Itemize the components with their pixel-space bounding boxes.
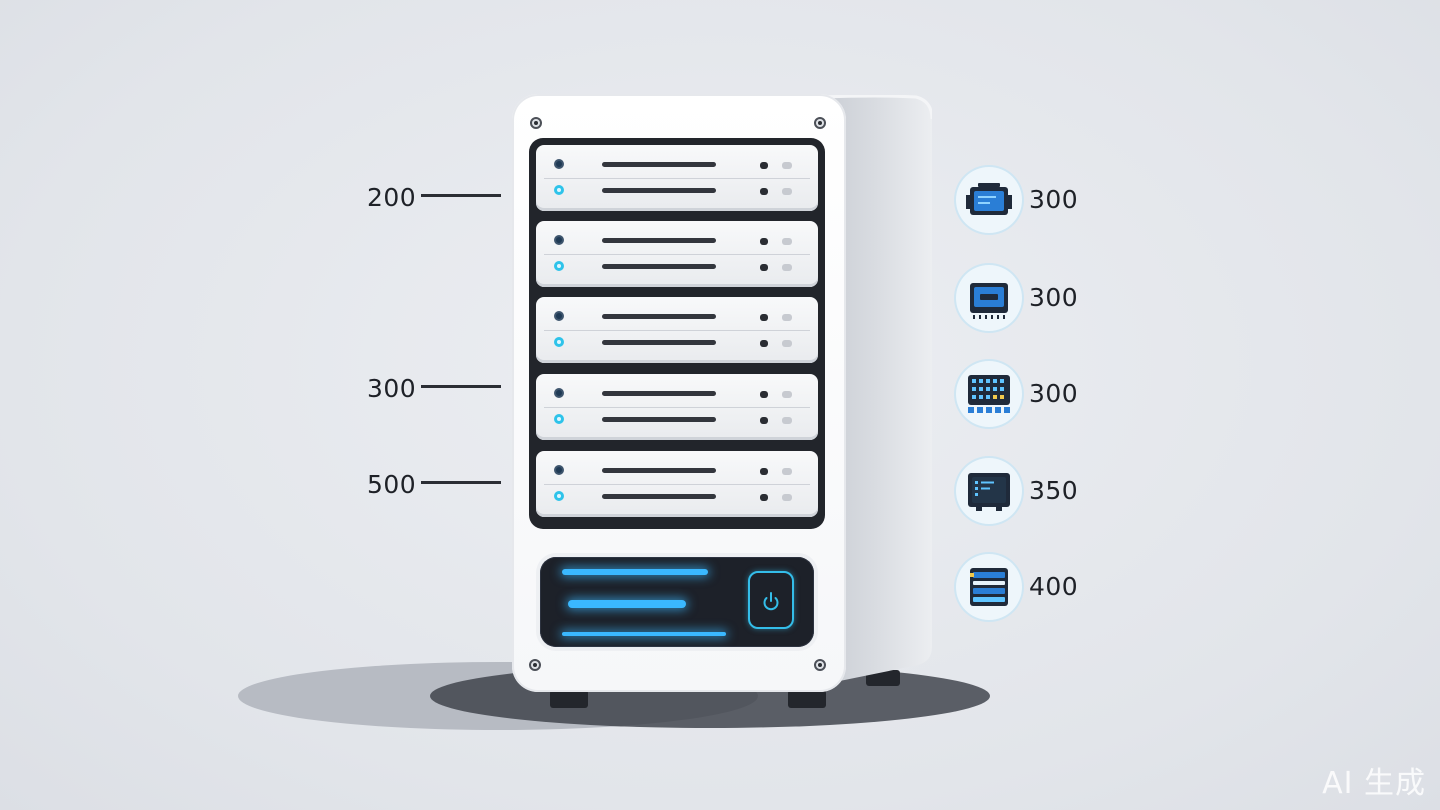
- status-display-panel: [540, 557, 814, 647]
- cpu-chip-icon: [970, 283, 1008, 319]
- tray-slot: [602, 162, 716, 167]
- indicator-pip: [782, 188, 792, 195]
- tray-slot: [602, 417, 716, 422]
- activity-led-icon: [554, 185, 564, 195]
- callout-leader-line: [421, 481, 501, 484]
- indicator-pip: [760, 314, 768, 321]
- indicator-pip: [782, 340, 792, 347]
- callout-badge: [956, 554, 1022, 620]
- indicator-pip: [760, 264, 768, 271]
- tray-slot: [602, 238, 716, 243]
- tray-slot: [602, 468, 716, 473]
- tower-side-panel: [820, 95, 932, 685]
- tray-slot: [602, 188, 716, 193]
- indicator-pip: [760, 417, 768, 424]
- drive-tray[interactable]: [536, 221, 818, 287]
- tray-divider: [544, 330, 810, 331]
- server-rack-icon: [970, 568, 1008, 606]
- drive-tray[interactable]: [536, 451, 818, 517]
- activity-led-icon: [554, 337, 564, 347]
- status-light-bar: [562, 632, 726, 636]
- indicator-pip: [760, 162, 768, 169]
- status-led-icon: [554, 388, 564, 398]
- tray-slot: [602, 314, 716, 319]
- tower-foot: [788, 690, 826, 708]
- indicator-pip: [782, 468, 792, 475]
- screw-icon: [814, 117, 826, 129]
- indicator-pip: [782, 391, 792, 398]
- status-led-icon: [554, 465, 564, 475]
- watermark: AI 生成: [1322, 766, 1426, 801]
- drive-tray[interactable]: [536, 374, 818, 440]
- right-callout-value: 300: [1029, 379, 1079, 408]
- callout-badge: [956, 265, 1022, 331]
- right-callout-value: 300: [1029, 283, 1079, 312]
- storage-grid-icon: [968, 375, 1010, 413]
- power-icon: [763, 592, 779, 611]
- indicator-pip: [760, 188, 768, 195]
- right-callout-value: 400: [1029, 572, 1079, 601]
- left-callout-value: 300: [367, 374, 417, 403]
- callout-badge: [956, 167, 1022, 233]
- tray-divider: [544, 484, 810, 485]
- indicator-pip: [760, 238, 768, 245]
- indicator-pip: [760, 340, 768, 347]
- right-callout-value: 350: [1029, 476, 1079, 505]
- status-led-icon: [554, 235, 564, 245]
- drive-tray[interactable]: [536, 297, 818, 363]
- left-callout-value: 200: [367, 183, 417, 212]
- activity-led-icon: [554, 414, 564, 424]
- tray-divider: [544, 178, 810, 179]
- activity-led-icon: [554, 491, 564, 501]
- callout-badge: [956, 361, 1022, 427]
- screw-icon: [530, 117, 542, 129]
- indicator-pip: [782, 238, 792, 245]
- tray-slot: [602, 264, 716, 269]
- tower-foot: [866, 670, 900, 686]
- activity-led-icon: [554, 261, 564, 271]
- callout-badge: [956, 458, 1022, 524]
- monitor-panel-icon: [968, 473, 1010, 511]
- status-light-bar: [568, 600, 686, 608]
- right-callout-value: 300: [1029, 185, 1079, 214]
- indicator-pip: [760, 391, 768, 398]
- power-button[interactable]: [748, 571, 794, 629]
- memory-module-icon: [966, 183, 1012, 215]
- tray-slot: [602, 340, 716, 345]
- status-led-icon: [554, 159, 564, 169]
- indicator-pip: [760, 468, 768, 475]
- left-callout-value: 500: [367, 470, 417, 499]
- screw-icon: [814, 659, 826, 671]
- tray-divider: [544, 254, 810, 255]
- tower-foot: [550, 690, 588, 708]
- indicator-pip: [782, 162, 792, 169]
- indicator-pip: [760, 494, 768, 501]
- tray-divider: [544, 407, 810, 408]
- status-led-icon: [554, 311, 564, 321]
- callout-leader-line: [421, 385, 501, 388]
- status-light-bar: [562, 569, 708, 575]
- callout-leader-line: [421, 194, 501, 197]
- drive-tray[interactable]: [536, 145, 818, 211]
- indicator-pip: [782, 494, 792, 501]
- screw-icon: [529, 659, 541, 671]
- indicator-pip: [782, 264, 792, 271]
- indicator-pip: [782, 417, 792, 424]
- indicator-pip: [782, 314, 792, 321]
- tray-slot: [602, 391, 716, 396]
- tray-slot: [602, 494, 716, 499]
